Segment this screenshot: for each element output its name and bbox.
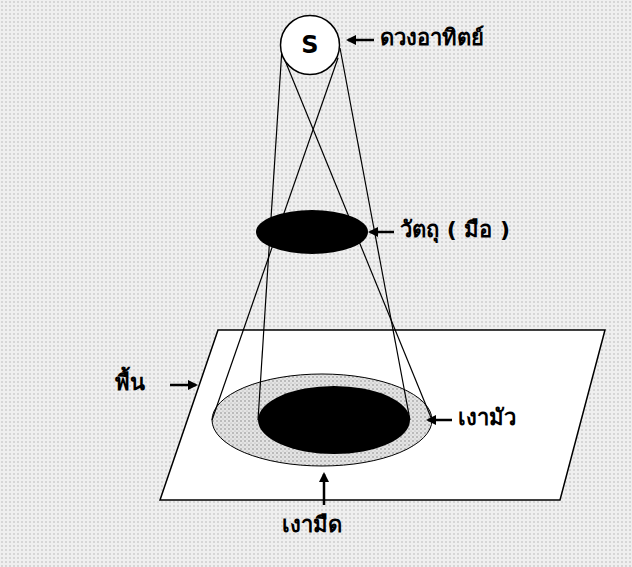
object-hand (256, 210, 368, 254)
ground-plane (160, 330, 605, 500)
ground-label: พื้น (115, 370, 145, 396)
sun-circle: S (279, 14, 341, 76)
leader-arrows (170, 40, 452, 505)
sun-label: ดวงอาทิตย์ (380, 25, 484, 51)
umbra-label: เงามืด (282, 512, 342, 538)
light-rays (212, 48, 432, 420)
penumbra (212, 374, 432, 466)
penumbra-label: เงามัว (458, 405, 516, 431)
object-label: วัตถุ ( มือ ) (400, 217, 510, 243)
umbra (258, 386, 410, 454)
sun-letter: S (279, 14, 341, 76)
